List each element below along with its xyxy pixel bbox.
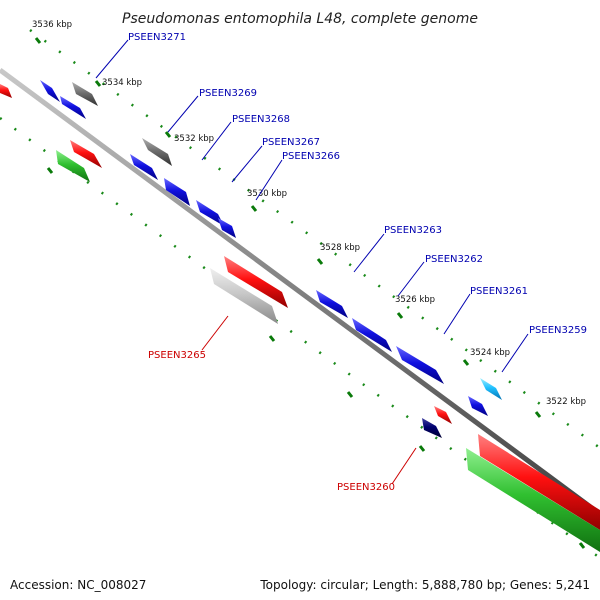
major-tick [346, 391, 354, 398]
major-tick [250, 205, 258, 212]
scale-label: 3536 kbp [32, 20, 72, 30]
scale-label: 3528 kbp [320, 243, 360, 253]
gene-arrow [60, 96, 86, 119]
gene-arrow [70, 140, 102, 168]
gene-arrow [218, 218, 236, 238]
gene-arrow [480, 378, 502, 400]
leader-line [201, 121, 232, 161]
gene-label: PSEEN3259 [529, 325, 587, 336]
leader-line [167, 95, 199, 133]
gene-arrow [468, 396, 488, 416]
inner-tick-track [29, 28, 600, 450]
major-tick [46, 167, 54, 174]
genome-summary: Topology: circular; Length: 5,888,780 bp… [260, 578, 590, 592]
tick-tracks [0, 28, 600, 560]
scale-label: 3534 kbp [102, 78, 142, 88]
gene-arrow [142, 138, 172, 166]
gene-arrow [434, 406, 452, 424]
gene-label: PSEEN3269 [199, 88, 257, 99]
reverse-strand-genes [56, 140, 600, 552]
gene-arrow [478, 434, 600, 530]
major-tick [578, 542, 586, 549]
leader-line [443, 293, 471, 335]
scale-label: 3530 kbp [247, 189, 287, 199]
scale-label: 3532 kbp [174, 134, 214, 144]
major-tick [316, 258, 324, 265]
leader-line [397, 261, 425, 297]
gene-arrow [352, 318, 392, 352]
gene-labels: PSEEN3271 PSEEN3269 PSEEN3268 PSEEN3267 … [128, 32, 587, 493]
scale-label: 3524 kbp [470, 348, 510, 358]
gene-label: PSEEN3261 [470, 286, 528, 297]
gene-arrow [422, 418, 442, 438]
gene-label: PSEEN3266 [282, 151, 340, 162]
gene-arrow [396, 346, 444, 384]
gene-arrow [56, 150, 90, 182]
gene-label: PSEEN3260 [337, 482, 395, 493]
leader-line [231, 145, 263, 183]
major-tick [534, 411, 542, 418]
map-title: Pseudomonas entomophila L48, complete ge… [122, 11, 478, 27]
major-tick [268, 335, 276, 342]
gene-arrow [0, 84, 12, 98]
gene-arrow [466, 448, 600, 552]
major-tick [94, 80, 102, 87]
major-tick [396, 312, 404, 319]
major-tick [164, 131, 172, 138]
gene-arrow [164, 178, 190, 206]
gene-arrow [72, 82, 98, 106]
gene-arrow [224, 256, 288, 308]
genome-backbone [0, 67, 600, 517]
gene-label: PSEEN3267 [262, 137, 320, 148]
gene-arrow [130, 154, 158, 180]
scale-labels: 3536 kbp 3534 kbp 3532 kbp 3530 kbp 3528… [32, 20, 586, 407]
gene-label: PSEEN3263 [384, 225, 442, 236]
scale-label: 3526 kbp [395, 295, 435, 305]
scale-label: 3522 kbp [546, 397, 586, 407]
forward-strand-genes [0, 80, 502, 416]
major-tick [462, 359, 470, 366]
gene-label: PSEEN3268 [232, 114, 290, 125]
leader-line [501, 333, 529, 373]
leader-line [95, 39, 129, 79]
leader-line [255, 159, 283, 201]
gene-arrow [210, 268, 278, 324]
major-tick [34, 37, 42, 44]
gene-label: PSEEN3271 [128, 32, 186, 43]
label-leaders [95, 39, 529, 485]
leader-line [201, 315, 229, 351]
gene-arrow [40, 80, 60, 102]
gene-label: PSEEN3262 [425, 254, 483, 265]
gene-label: PSEEN3265 [148, 350, 206, 361]
leader-line [391, 447, 417, 485]
accession-label: Accession: NC_008027 [10, 578, 147, 592]
leader-line [353, 233, 385, 273]
gene-arrow [316, 290, 348, 318]
major-tick [418, 445, 426, 452]
gene-arrow [196, 200, 224, 226]
